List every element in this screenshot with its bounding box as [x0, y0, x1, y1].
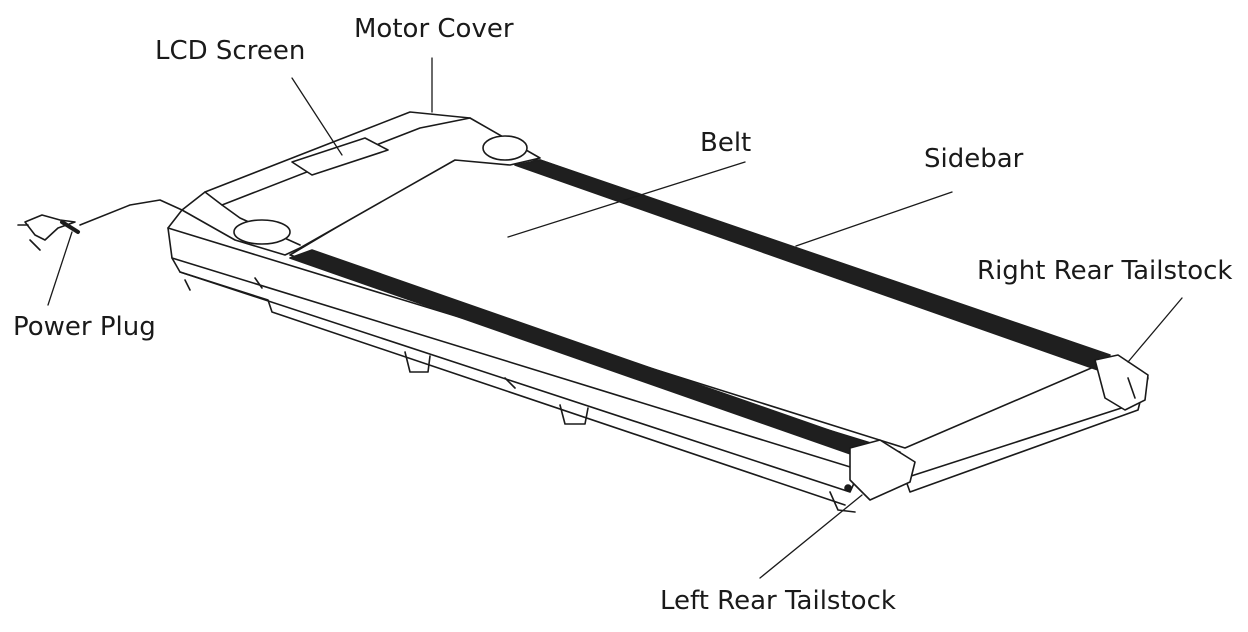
label-sidebar: Sidebar	[924, 144, 1024, 174]
lcd-screen	[291, 137, 389, 176]
label-power-plug: Power Plug	[13, 312, 156, 342]
front-right-cap	[482, 135, 528, 161]
right-rear-tailstock	[1094, 354, 1149, 411]
leader-left-rear-tailstock	[759, 494, 863, 579]
deck-feet	[184, 277, 589, 425]
label-left-rear-tailstock: Left Rear Tailstock	[660, 586, 896, 616]
leader-sidebar	[795, 191, 953, 247]
label-lcd-screen: LCD Screen	[155, 36, 306, 66]
label-belt: Belt	[700, 128, 752, 158]
label-right-rear-tailstock: Right Rear Tailstock	[977, 256, 1233, 286]
label-motor-cover: Motor Cover	[354, 14, 514, 44]
left-rear-tailstock	[829, 439, 916, 513]
leader-power-plug	[47, 231, 73, 306]
front-left-cap	[233, 219, 291, 245]
power-cord	[17, 199, 183, 251]
leader-lcd-screen	[291, 77, 343, 156]
leader-lines	[47, 57, 1183, 579]
sidebar-right-strip	[514, 159, 1111, 371]
leader-belt	[507, 161, 746, 238]
leader-right-rear-tailstock	[1127, 297, 1183, 363]
